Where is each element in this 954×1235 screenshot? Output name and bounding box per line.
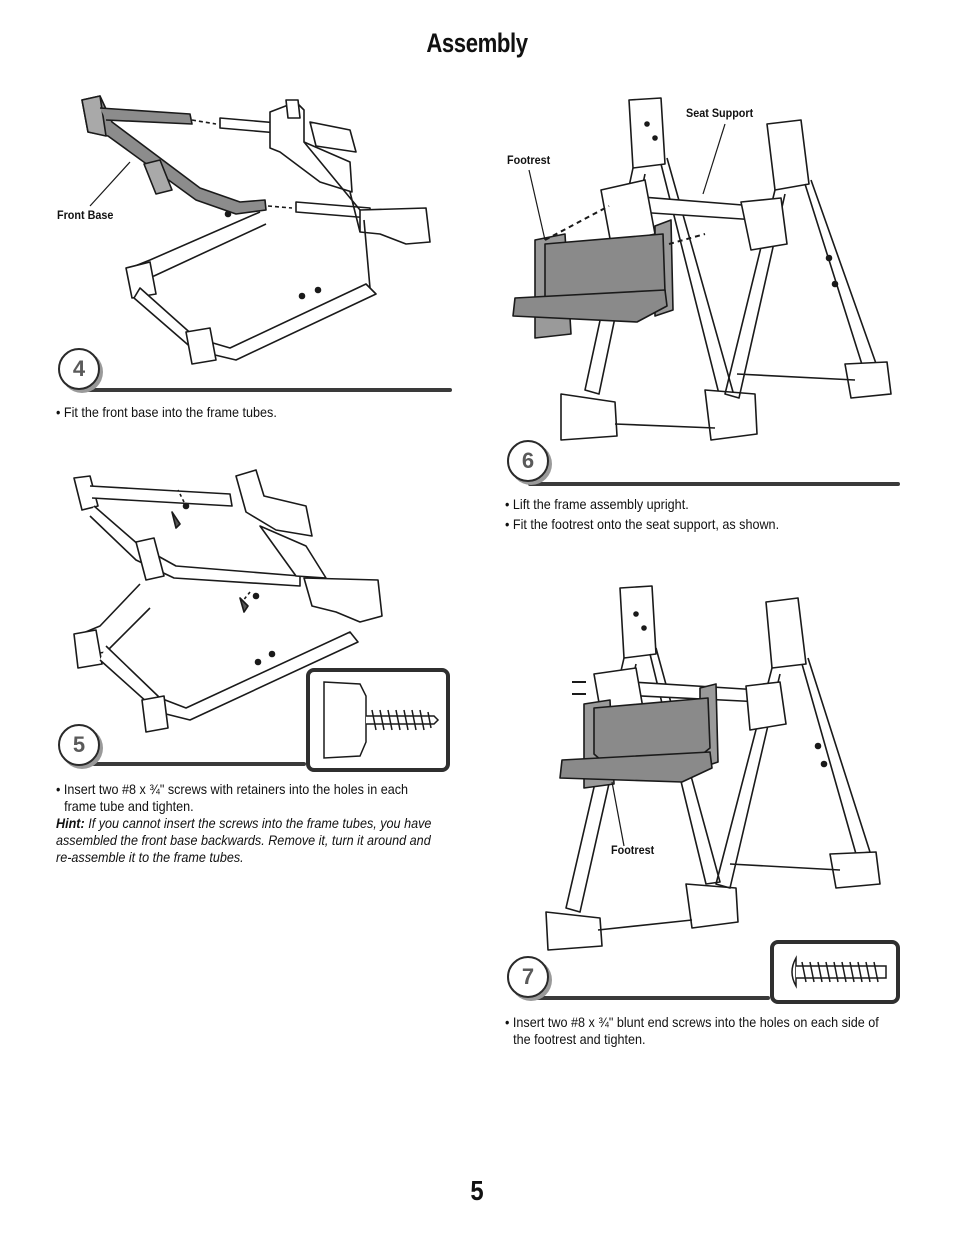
page-title: Assembly xyxy=(426,28,528,58)
step-5-divider xyxy=(80,762,306,766)
screw-actual-size-box-step-5 xyxy=(306,668,450,772)
step-4-divider xyxy=(80,388,452,392)
page-number: 5 xyxy=(470,1175,484,1206)
step-7-instructions: • Insert two #8 x ¾" blunt end screws in… xyxy=(505,1014,890,1048)
callout-footrest-step-7: Footrest xyxy=(611,843,655,857)
step-7-bullet: • Insert two #8 x ¾" blunt end screws in… xyxy=(505,1014,879,1047)
step-4-instructions: • Fit the front base into the frame tube… xyxy=(56,404,434,421)
step-4-bullet: • Fit the front base into the frame tube… xyxy=(56,404,277,420)
step-6-bullet-1: • Lift the frame assembly upright. xyxy=(505,496,689,512)
step-5-hint: Hint: If you cannot insert the screws in… xyxy=(56,815,432,865)
callout-footrest-step-6: Footrest xyxy=(507,153,551,167)
callout-seat-support: Seat Support xyxy=(686,106,754,120)
step-5-bullet: • Insert two #8 x ¾" screws with retaine… xyxy=(56,781,409,814)
screw-with-retainer-icon xyxy=(323,681,440,759)
step-7-divider xyxy=(528,996,770,1000)
step-6-bullet-2: • Fit the footrest onto the seat support… xyxy=(505,516,780,532)
step-6-badge: 6 xyxy=(507,440,549,482)
step-5-instructions: • Insert two #8 x ¾" screws with retaine… xyxy=(56,781,441,866)
blunt-end-screw-icon xyxy=(791,955,887,989)
step-7-badge: 7 xyxy=(507,956,549,998)
step-5-illustration xyxy=(73,469,383,733)
callout-front-base: Front Base xyxy=(57,208,114,222)
step-4-illustration xyxy=(81,95,431,365)
step-6-illustration xyxy=(512,97,892,441)
step-6-divider xyxy=(528,482,900,486)
step-6-instructions: • Lift the frame assembly upright. • Fit… xyxy=(505,496,883,533)
step-7-illustration xyxy=(545,585,881,951)
screw-actual-size-box-step-7 xyxy=(770,940,900,1004)
step-5-badge: 5 xyxy=(58,724,100,766)
step-4-badge: 4 xyxy=(58,348,100,390)
